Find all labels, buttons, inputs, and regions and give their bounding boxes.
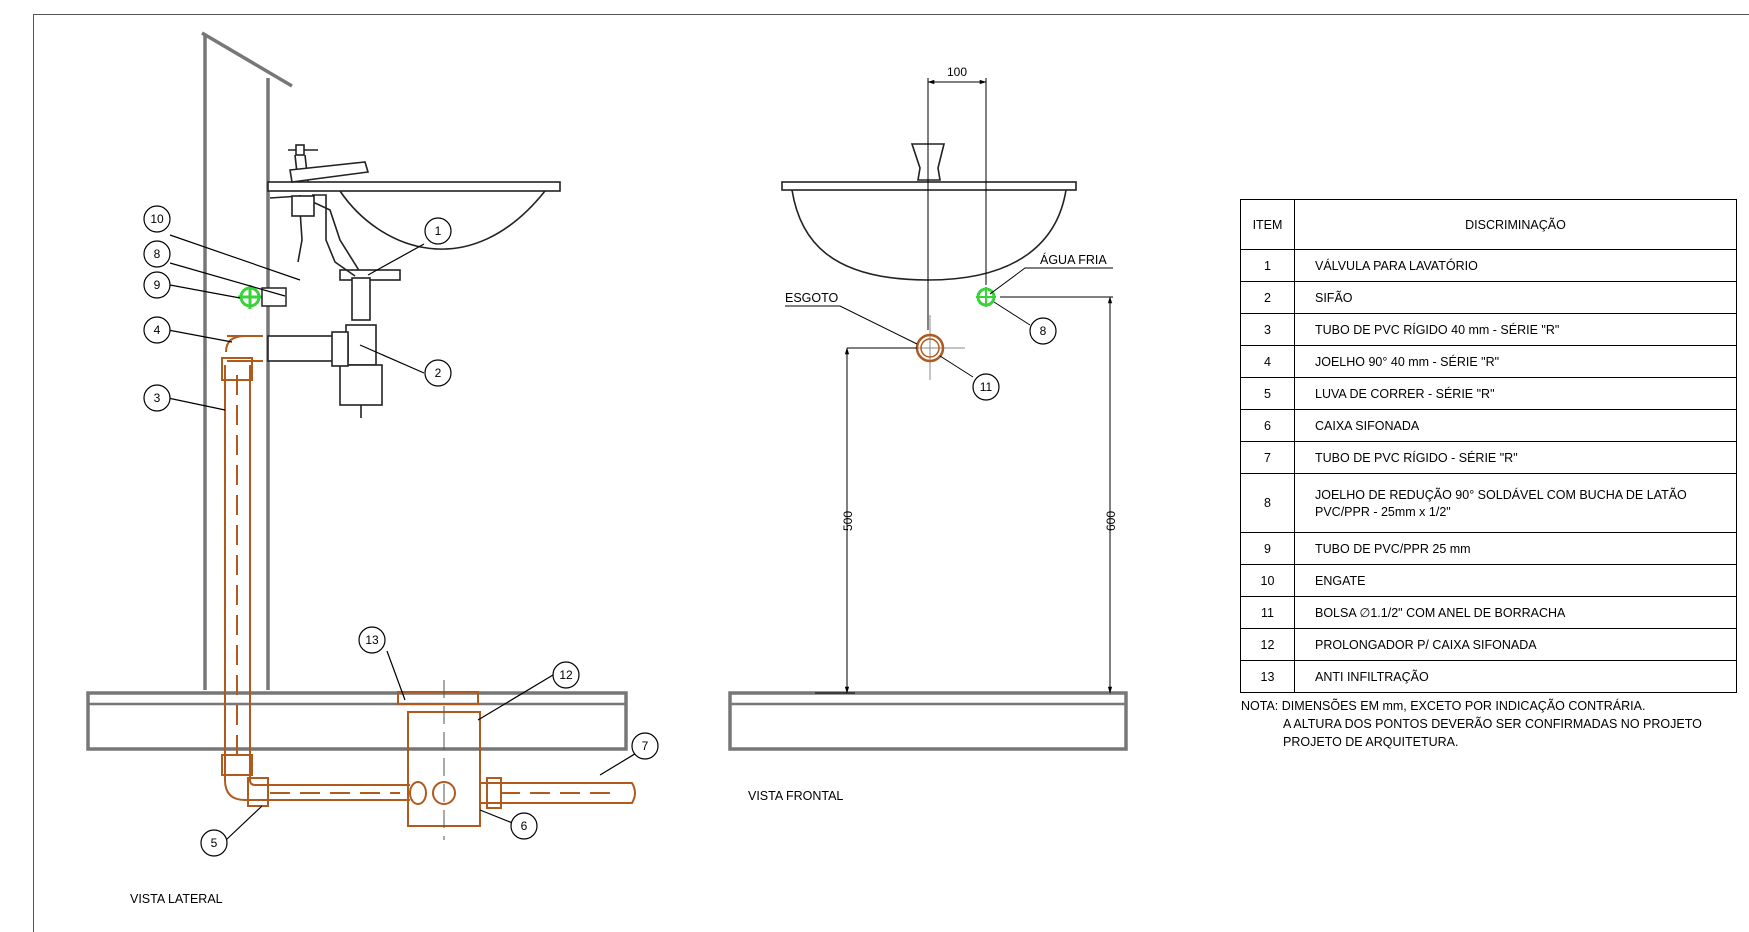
dimension-500 <box>815 347 917 694</box>
sheet-border <box>33 14 1749 932</box>
item-description-text: ENGATE <box>1315 573 1366 588</box>
vista-frontal-label: VISTA FRONTAL <box>748 789 844 803</box>
item-description: VÁLVULA PARA LAVATÓRIO <box>1294 249 1737 282</box>
item-number: 3 <box>1240 313 1295 346</box>
table-row: 3 TUBO DE PVC RÍGIDO 40 mm - SÉRIE "R" <box>1240 313 1737 346</box>
item-description-text: JOELHO DE REDUÇÃO 90° SOLDÁVEL COM BUCHA… <box>1315 487 1687 502</box>
item-number: 2 <box>1240 281 1295 314</box>
item-number: 8 <box>1240 473 1295 533</box>
item-description: JOELHO 90° 40 mm - SÉRIE "R" <box>1294 345 1737 378</box>
table-header: ITEM DISCRIMINAÇÃO <box>1240 199 1737 250</box>
dimension-100 <box>927 78 987 330</box>
callout-5: 5 <box>211 836 218 850</box>
item-number: 5 <box>1240 377 1295 410</box>
header-item: ITEM <box>1240 199 1295 250</box>
item-description-text: SIFÃO <box>1315 290 1353 305</box>
item-description: ENGATE <box>1294 564 1737 597</box>
floor-slab-front <box>728 691 1128 751</box>
item-number: 4 <box>1240 345 1295 378</box>
note-line-2: A ALTURA DOS PONTOS DEVERÃO SER CONFIRMA… <box>1283 717 1702 731</box>
table-row: 4 JOELHO 90° 40 mm - SÉRIE "R" <box>1240 345 1737 378</box>
callout-11: 11 <box>980 380 993 394</box>
table-row: 10 ENGATE <box>1240 564 1737 597</box>
item-description-text: CAIXA SIFONADA <box>1315 418 1420 433</box>
item-description-text: PROLONGADOR P/ CAIXA SIFONADA <box>1315 637 1537 652</box>
item-number: 1 <box>1240 249 1295 282</box>
item-description: BOLSA ∅1.1/2" COM ANEL DE BORRACHA <box>1294 596 1737 629</box>
table-row: 8 JOELHO DE REDUÇÃO 90° SOLDÁVEL COM BUCH… <box>1240 473 1737 533</box>
table-row: 7 TUBO DE PVC RÍGIDO - SÉRIE "R" <box>1240 441 1737 474</box>
agua-fria-label: ÁGUA FRIA <box>1040 252 1107 267</box>
table-row: 11 BOLSA ∅1.1/2" COM ANEL DE BORRACHA <box>1240 596 1737 629</box>
table-row: 6 CAIXA SIFONADA <box>1240 409 1737 442</box>
floor-slab-side <box>86 691 628 751</box>
item-number: 11 <box>1240 596 1295 629</box>
callout-9: 9 <box>154 278 161 292</box>
front-view: 100 ESGOTO ÁGUA FRIA <box>728 65 1128 751</box>
cold-water-point <box>976 287 996 307</box>
washbasin-side <box>267 144 561 418</box>
item-description: LUVA DE CORRER - SÉRIE "R" <box>1294 377 1737 410</box>
table-row: 5 LUVA DE CORRER - SÉRIE "R" <box>1240 377 1737 410</box>
dim-100-label: 100 <box>947 65 967 79</box>
item-description-text: VÁLVULA PARA LAVATÓRIO <box>1315 258 1478 273</box>
table-row: 12 PROLONGADOR P/ CAIXA SIFONADA <box>1240 628 1737 661</box>
note: NOTA: DIMENSÕES EM mm, EXCETO POR INDICA… <box>1241 697 1702 751</box>
item-number: 6 <box>1240 409 1295 442</box>
item-description-text-2: PVC/PPR - 25mm x 1/2" <box>1315 504 1451 519</box>
callout-12: 12 <box>559 668 573 682</box>
item-description: CAIXA SIFONADA <box>1294 409 1737 442</box>
callout-4: 4 <box>154 323 161 337</box>
item-description-text: ANTI INFILTRAÇÃO <box>1315 669 1429 684</box>
item-number: 13 <box>1240 660 1295 693</box>
table-row: 1 VÁLVULA PARA LAVATÓRIO <box>1240 249 1737 282</box>
item-description-text: LUVA DE CORRER - SÉRIE "R" <box>1315 386 1495 401</box>
item-number: 10 <box>1240 564 1295 597</box>
callout-8: 8 <box>154 247 161 261</box>
item-number: 12 <box>1240 628 1295 661</box>
item-description-text: TUBO DE PVC RÍGIDO 40 mm - SÉRIE "R" <box>1315 322 1560 337</box>
table-row: 9 TUBO DE PVC/PPR 25 mm <box>1240 532 1737 565</box>
table-row: 2 SIFÃO <box>1240 281 1737 314</box>
item-description: TUBO DE PVC RÍGIDO - SÉRIE "R" <box>1294 441 1737 474</box>
item-description: TUBO DE PVC/PPR 25 mm <box>1294 532 1737 565</box>
callout-8-front: 8 <box>1040 324 1047 338</box>
callout-10: 10 <box>150 212 164 226</box>
dim-600-label: 600 <box>1104 511 1118 531</box>
item-description: PROLONGADOR P/ CAIXA SIFONADA <box>1294 628 1737 661</box>
callout-6: 6 <box>521 819 528 833</box>
item-description: TUBO DE PVC RÍGIDO 40 mm - SÉRIE "R" <box>1294 313 1737 346</box>
note-line-1: NOTA: DIMENSÕES EM mm, EXCETO POR INDICA… <box>1241 699 1646 713</box>
header-desc: DISCRIMINAÇÃO <box>1294 199 1737 250</box>
callout-3: 3 <box>154 391 161 405</box>
item-description: ANTI INFILTRAÇÃO <box>1294 660 1737 693</box>
item-description: SIFÃO <box>1294 281 1737 314</box>
vista-lateral-label: VISTA LATERAL <box>130 892 223 906</box>
callout-2: 2 <box>435 366 442 380</box>
item-description-text: JOELHO 90° 40 mm - SÉRIE "R" <box>1315 354 1500 369</box>
item-description-text: TUBO DE PVC/PPR 25 mm <box>1315 541 1471 556</box>
item-number: 7 <box>1240 441 1295 474</box>
callouts-side <box>143 205 659 857</box>
table-row: 13 ANTI INFILTRAÇÃO <box>1240 660 1737 693</box>
callout-7: 7 <box>642 739 649 753</box>
dim-500-label: 500 <box>841 511 855 531</box>
materials-table: ITEM DISCRIMINAÇÃO 1 VÁLVULA PARA LAVATÓR… <box>1240 199 1737 693</box>
washbasin-front <box>781 143 1077 281</box>
wall <box>201 31 293 690</box>
item-description: JOELHO DE REDUÇÃO 90° SOLDÁVEL COM BUCHA… <box>1294 473 1737 533</box>
item-description-text: BOLSA ∅1.1/2" COM ANEL DE BORRACHA <box>1315 606 1566 620</box>
callout-1: 1 <box>435 224 442 238</box>
item-number: 9 <box>1240 532 1295 565</box>
pvc-pipes-side <box>221 335 636 840</box>
note-line-3: PROJETO DE ARQUITETURA. <box>1283 735 1459 749</box>
item-description-text: TUBO DE PVC RÍGIDO - SÉRIE "R" <box>1315 450 1518 465</box>
callout-13: 13 <box>365 633 379 647</box>
esgoto-label: ESGOTO <box>785 291 839 305</box>
side-view: 1 2 3 4 5 6 7 10 8 9 12 13 <box>86 31 659 857</box>
dimension-600 <box>1000 296 1113 694</box>
water-connector-side <box>238 285 262 309</box>
